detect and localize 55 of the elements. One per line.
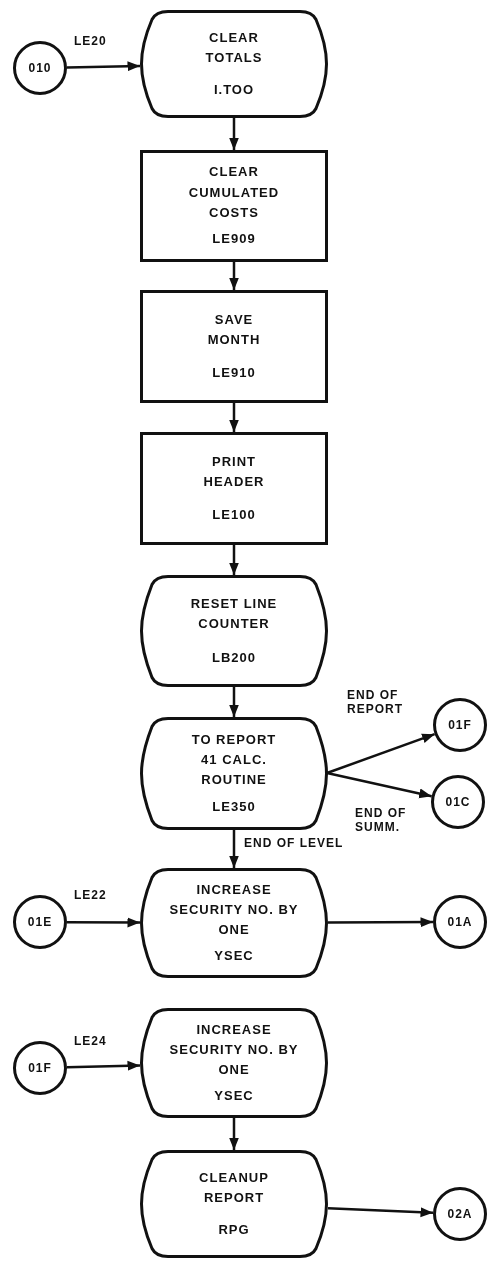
process-box [140,290,328,403]
connector-label: 01F [28,1059,52,1077]
connector-circle [13,41,67,95]
routine-code: LE100 [211,506,257,525]
routine-code: RPG [217,1221,251,1239]
connector-label: 01A [447,913,473,931]
step-text: PRINT HEADER [202,452,266,491]
step-text: INCREASE SECURITY NO. BY ONE [169,1020,299,1080]
step-text: RESET LINE COUNTER [189,595,279,634]
rounded-process-box [140,575,328,687]
connector-circle [433,895,487,949]
routine-code: I.TOO [212,81,256,99]
arrow [66,61,141,72]
step-text: CLEAR CUMULATED COSTS [187,163,281,222]
step-text: SAVE MONTH [206,310,262,349]
step-text: TO REPORT 41 CALC. ROUTINE [190,730,278,790]
arrow [229,262,239,290]
arrow [229,830,239,868]
rounded-process-box [140,1150,328,1258]
routine-code: LE350 [211,798,257,817]
arrow [326,733,436,775]
arrow [229,545,239,575]
arrow [229,687,239,717]
routine-code: LB200 [211,648,257,667]
connector-circle [13,895,67,949]
arrow [66,1060,141,1071]
rounded-process-box [140,868,328,978]
connector-label: 01F [448,716,472,734]
connector-circle [431,775,485,829]
step-text: INCREASE SECURITY NO. BY ONE [169,880,299,940]
step-text: CLEANUP REPORT [198,1168,270,1207]
connector-label: 01C [445,793,471,811]
rounded-process-box [140,717,328,830]
routine-code: YSEC [213,947,255,966]
arrow [327,1206,434,1218]
rounded-process-box [140,10,328,118]
step-text: CLEAR TOTALS [204,28,264,67]
arrow [229,1118,239,1150]
arrow [67,917,140,928]
routine-code: LE909 [211,230,257,249]
process-box [140,150,328,262]
arrow [328,917,433,928]
connector-label: 010 [28,59,52,77]
connector-circle [433,1187,487,1241]
routine-code: LE910 [211,364,257,383]
routine-code: YSEC [213,1087,255,1106]
connector-label: 01E [27,913,53,931]
arrow [229,118,239,150]
connector-circle [433,698,487,752]
process-box [140,432,328,545]
connector-circle [13,1041,67,1095]
arrow [229,403,239,432]
rounded-process-box [140,1008,328,1118]
arrow [326,771,432,799]
connector-label: 02A [447,1205,473,1223]
